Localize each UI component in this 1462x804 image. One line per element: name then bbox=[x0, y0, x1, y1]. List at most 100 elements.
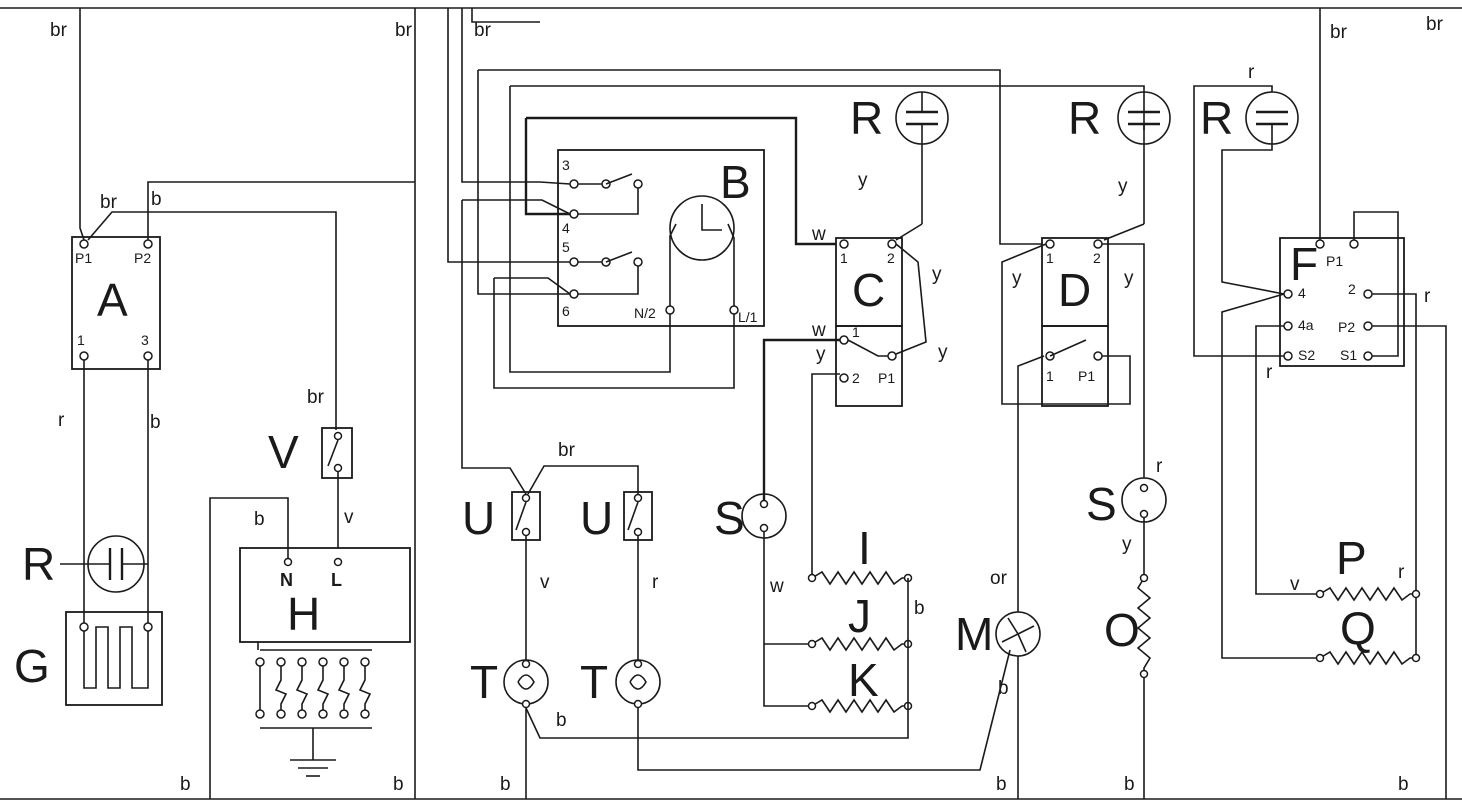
wire-label-v: v bbox=[540, 572, 550, 593]
b-pin-5: 5 bbox=[562, 239, 570, 255]
wire-label-r: r bbox=[1248, 62, 1255, 83]
wire-label-b: b bbox=[254, 509, 265, 530]
frame bbox=[0, 7, 1462, 800]
component-g-box bbox=[65, 611, 163, 706]
wire-label-b: b bbox=[996, 774, 1007, 795]
label-s-right: S bbox=[1086, 478, 1117, 530]
f-pin-s2: S2 bbox=[1298, 347, 1315, 363]
wire-label-b: b bbox=[151, 189, 162, 210]
section-f: R P1 4 2 4a P2 S2 S1 F P Q br br r r r v… bbox=[1193, 8, 1447, 799]
label-c: C bbox=[852, 264, 885, 316]
b-pin-4: 4 bbox=[562, 220, 570, 236]
label-b: B bbox=[720, 156, 751, 208]
a-pin-3: 3 bbox=[141, 332, 149, 348]
label-r-mid: R bbox=[850, 92, 883, 144]
surge-suppressor-bank bbox=[255, 642, 372, 777]
a-pin-p2: P2 bbox=[134, 250, 151, 266]
section-middle: 3 4 5 6 N/2 L/1 B bbox=[447, 8, 1145, 799]
wire-label-br: br bbox=[474, 20, 492, 41]
d-pin-p1: P1 bbox=[1078, 368, 1095, 384]
wire-label-y: y bbox=[816, 344, 826, 365]
wire-label-br: br bbox=[100, 192, 118, 213]
component-v-box bbox=[321, 427, 353, 479]
wire-label-y: y bbox=[1118, 176, 1128, 197]
wire-label-r: r bbox=[652, 572, 659, 593]
wire-label-r: r bbox=[1156, 456, 1163, 477]
wire-label-br: br bbox=[50, 20, 68, 41]
wire-label-b: b bbox=[998, 678, 1009, 699]
wire-label-br: br bbox=[307, 387, 325, 408]
b-pin-3: 3 bbox=[562, 157, 570, 173]
component-b-box bbox=[557, 149, 765, 327]
c-pin-1b: 1 bbox=[852, 324, 860, 340]
b-pin-n2: N/2 bbox=[634, 305, 656, 321]
label-u1: U bbox=[462, 492, 495, 544]
component-h-box bbox=[239, 547, 411, 643]
h-pin-n: N bbox=[280, 570, 293, 590]
label-q: Q bbox=[1340, 602, 1376, 654]
f-pin-p1: P1 bbox=[1326, 253, 1343, 269]
wire-label-y: y bbox=[932, 264, 942, 285]
wire-label-r: r bbox=[58, 410, 65, 431]
wire-label-y: y bbox=[1124, 268, 1134, 289]
component-c-bottom bbox=[835, 325, 903, 407]
label-v: V bbox=[268, 426, 299, 478]
label-k: K bbox=[848, 654, 879, 706]
c-pin-2b: 2 bbox=[852, 370, 860, 386]
label-s-mid: S bbox=[714, 492, 745, 544]
wire-label-y: y bbox=[1122, 534, 1132, 555]
component-a-box bbox=[71, 236, 161, 370]
c-pin-1: 1 bbox=[840, 250, 848, 266]
label-t1: T bbox=[470, 656, 498, 708]
b-pin-l1: L/1 bbox=[738, 309, 758, 325]
label-f: F bbox=[1290, 238, 1318, 290]
section-d: R 1 2 1 P1 D S O y y y r y b bbox=[1001, 91, 1171, 799]
component-d-bottom bbox=[1041, 325, 1109, 407]
c-pin-2: 2 bbox=[887, 250, 895, 266]
wire-label-b: b bbox=[393, 774, 404, 795]
component-f-box bbox=[1279, 237, 1405, 367]
wire-label-y: y bbox=[1012, 268, 1022, 289]
f-pin-4: 4 bbox=[1298, 285, 1306, 301]
label-g: G bbox=[14, 640, 50, 692]
wire-label-b: b bbox=[556, 710, 567, 731]
wire-label-v: v bbox=[344, 507, 354, 528]
wire-label-r: r bbox=[1424, 286, 1431, 307]
wire-label-br: br bbox=[558, 440, 576, 461]
label-d: D bbox=[1058, 264, 1091, 316]
wire-label-br: br bbox=[1426, 14, 1444, 35]
wire-label-br: br bbox=[395, 20, 413, 41]
label-m: M bbox=[955, 608, 993, 660]
wire-label-v: v bbox=[1290, 574, 1300, 595]
label-a: A bbox=[97, 274, 128, 326]
label-o: O bbox=[1104, 604, 1140, 656]
a-pin-p1: P1 bbox=[75, 250, 92, 266]
label-r-d: R bbox=[1068, 92, 1101, 144]
wire-label-b: b bbox=[1398, 774, 1409, 795]
c-pin-p1: P1 bbox=[878, 370, 895, 386]
wire-label-w: w bbox=[811, 320, 826, 341]
b-pin-6: 6 bbox=[562, 303, 570, 319]
label-h: H bbox=[287, 588, 320, 640]
label-u2: U bbox=[580, 492, 613, 544]
h-pin-l: L bbox=[331, 570, 342, 590]
d-pin-2: 2 bbox=[1093, 250, 1101, 266]
wire-label-b: b bbox=[914, 598, 925, 619]
f-pin-s1: S1 bbox=[1340, 347, 1357, 363]
wire-label-r: r bbox=[1266, 362, 1273, 383]
d-pin-1b: 1 bbox=[1046, 368, 1054, 384]
wire-label-y: y bbox=[858, 170, 868, 191]
label-j: J bbox=[848, 590, 871, 642]
wire-label-br: br bbox=[1330, 22, 1348, 43]
wire-label-b: b bbox=[1124, 774, 1135, 795]
wire-label-b: b bbox=[180, 774, 191, 795]
d-pin-1: 1 bbox=[1046, 250, 1054, 266]
wire-label-b: b bbox=[150, 412, 161, 433]
wire-label-or: or bbox=[990, 568, 1008, 589]
label-t2: T bbox=[580, 656, 608, 708]
label-r-left: R bbox=[22, 538, 55, 590]
label-i: I bbox=[858, 522, 871, 574]
label-p: P bbox=[1336, 532, 1367, 584]
wire-label-r: r bbox=[1398, 562, 1405, 583]
